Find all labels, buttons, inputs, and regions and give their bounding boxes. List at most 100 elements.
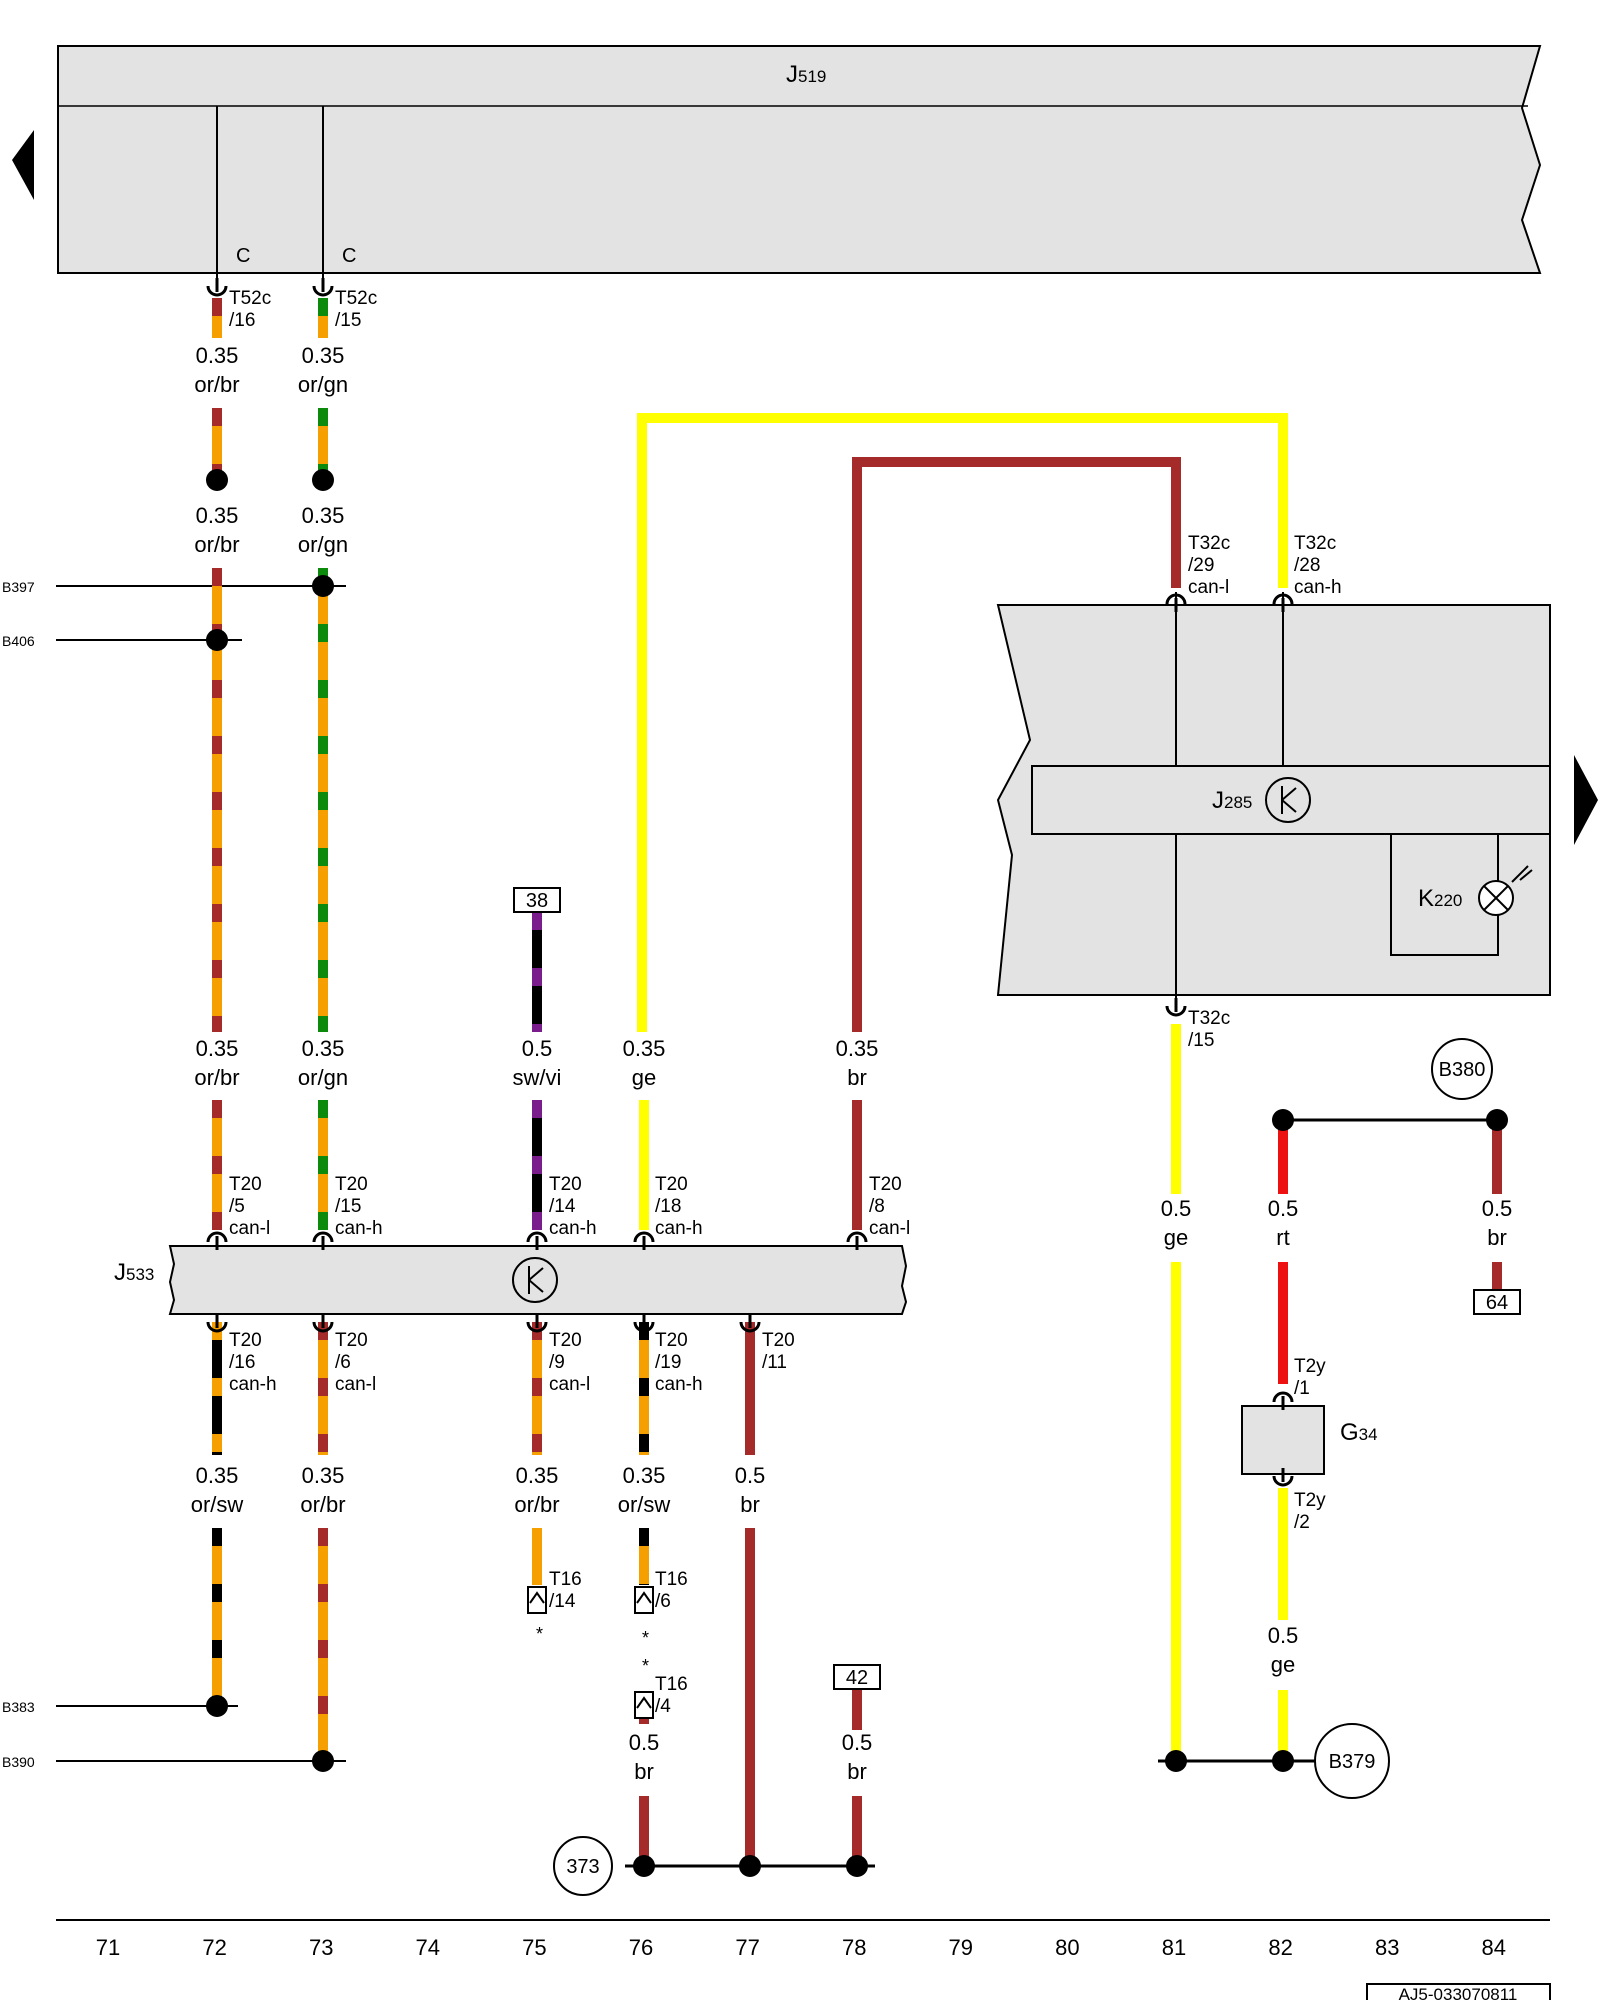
ground-373[interactable]: 373 xyxy=(566,1856,599,1878)
j285-label: J285 xyxy=(1212,787,1252,814)
splice-point xyxy=(312,469,334,491)
grid-number: 73 xyxy=(309,1935,333,1960)
splice-point xyxy=(312,575,334,597)
document-id: AJ5-033070811 xyxy=(1399,1985,1518,2000)
j519-label: J519 xyxy=(786,61,826,88)
connector-housing-icon xyxy=(634,1586,654,1614)
g34-sensor xyxy=(1241,1405,1325,1475)
grid-number: 78 xyxy=(842,1935,866,1960)
side-ref-b397[interactable]: B397 xyxy=(2,579,35,595)
wires xyxy=(212,298,1502,1866)
grid-number: 81 xyxy=(1162,1935,1186,1960)
j533-label: J533 xyxy=(114,1259,154,1286)
g34-label: G34 xyxy=(1340,1419,1378,1446)
pin-label-t16-6: T16/6 xyxy=(655,1569,688,1612)
pin-label-t16-4: T16/4 xyxy=(655,1674,688,1717)
splice-point xyxy=(846,1855,868,1877)
instrument-cluster-panel: J285 K220 xyxy=(996,604,1551,996)
connector-housing-arrow xyxy=(636,1696,652,1709)
connector-housing-arrow xyxy=(636,1591,652,1604)
splice-point xyxy=(206,629,228,651)
splice-points xyxy=(206,469,1508,1877)
j533-gateway xyxy=(168,1245,908,1315)
ref-box-38[interactable]: 38 xyxy=(526,890,548,912)
splice-point xyxy=(206,469,228,491)
pin-label-t32c-15: T32c/15 xyxy=(1188,1008,1230,1051)
connector-pin-icon xyxy=(846,1231,868,1243)
grid-number: 74 xyxy=(416,1935,440,1960)
right-arrow-icon[interactable] xyxy=(1574,755,1598,845)
side-ref-b383[interactable]: B383 xyxy=(2,1699,35,1715)
warning-lamp-icon xyxy=(1478,865,1533,916)
splice-point xyxy=(739,1855,761,1877)
wire-segment xyxy=(852,457,1181,1032)
connector-pin-icon xyxy=(312,1231,334,1243)
j285-body xyxy=(1031,765,1551,835)
connector-pin-icon xyxy=(1165,593,1187,605)
connector-pin-icon xyxy=(206,1231,228,1243)
connector-pin-icon xyxy=(633,1231,655,1243)
connector-pin-icon xyxy=(739,1321,761,1333)
connector-pin-icon xyxy=(1272,593,1294,605)
grid-number: 79 xyxy=(949,1935,973,1960)
left-arrow-icon[interactable] xyxy=(12,130,34,200)
splice-point xyxy=(633,1855,655,1877)
pin-label-t2y-1: T2y/1 xyxy=(1294,1356,1326,1399)
splice-point xyxy=(206,1695,228,1717)
footnote-asterisk: * xyxy=(642,1656,649,1676)
wire-segment xyxy=(637,413,1288,1032)
grid-number: 76 xyxy=(629,1935,653,1960)
footnote-asterisk: * xyxy=(642,1628,649,1648)
pin-label-t20-11: T20/11 xyxy=(762,1330,795,1373)
j519-conn-letter-73: C xyxy=(342,245,356,267)
pin-label-t52c-16: T52c/16 xyxy=(229,288,271,331)
grid-number: 84 xyxy=(1482,1935,1506,1960)
connector-pin-icon xyxy=(526,1231,548,1243)
connector-pin-icon xyxy=(1272,1391,1294,1403)
connector-pin-icon xyxy=(312,285,334,297)
splice-point xyxy=(1486,1109,1508,1131)
connector-pins xyxy=(206,278,1294,1719)
side-ref-b406[interactable]: B406 xyxy=(2,633,35,649)
connector-pin-icon xyxy=(1272,1475,1294,1487)
connector-pin-icon xyxy=(206,1321,228,1333)
can-transceiver-icon xyxy=(512,1257,558,1303)
grid-number: 83 xyxy=(1375,1935,1399,1960)
ref-box-42[interactable]: 42 xyxy=(846,1667,868,1689)
connector-pin-icon xyxy=(1165,1005,1187,1017)
ground-b380[interactable]: B380 xyxy=(1439,1059,1486,1081)
pin-label-t16-14: T16/14 xyxy=(549,1569,582,1612)
connector-pin-icon xyxy=(526,1321,548,1333)
ground-b379[interactable]: B379 xyxy=(1329,1751,1376,1773)
ref-box-64[interactable]: 64 xyxy=(1486,1292,1508,1314)
splice-point xyxy=(1272,1750,1294,1772)
reference-boxes: 38 42 64 xyxy=(513,887,1521,1690)
can-transceiver-icon xyxy=(1265,777,1311,823)
side-ref-b390[interactable]: B390 xyxy=(2,1754,35,1770)
splice-point xyxy=(1165,1750,1187,1772)
k220-label: K220 xyxy=(1418,885,1462,912)
